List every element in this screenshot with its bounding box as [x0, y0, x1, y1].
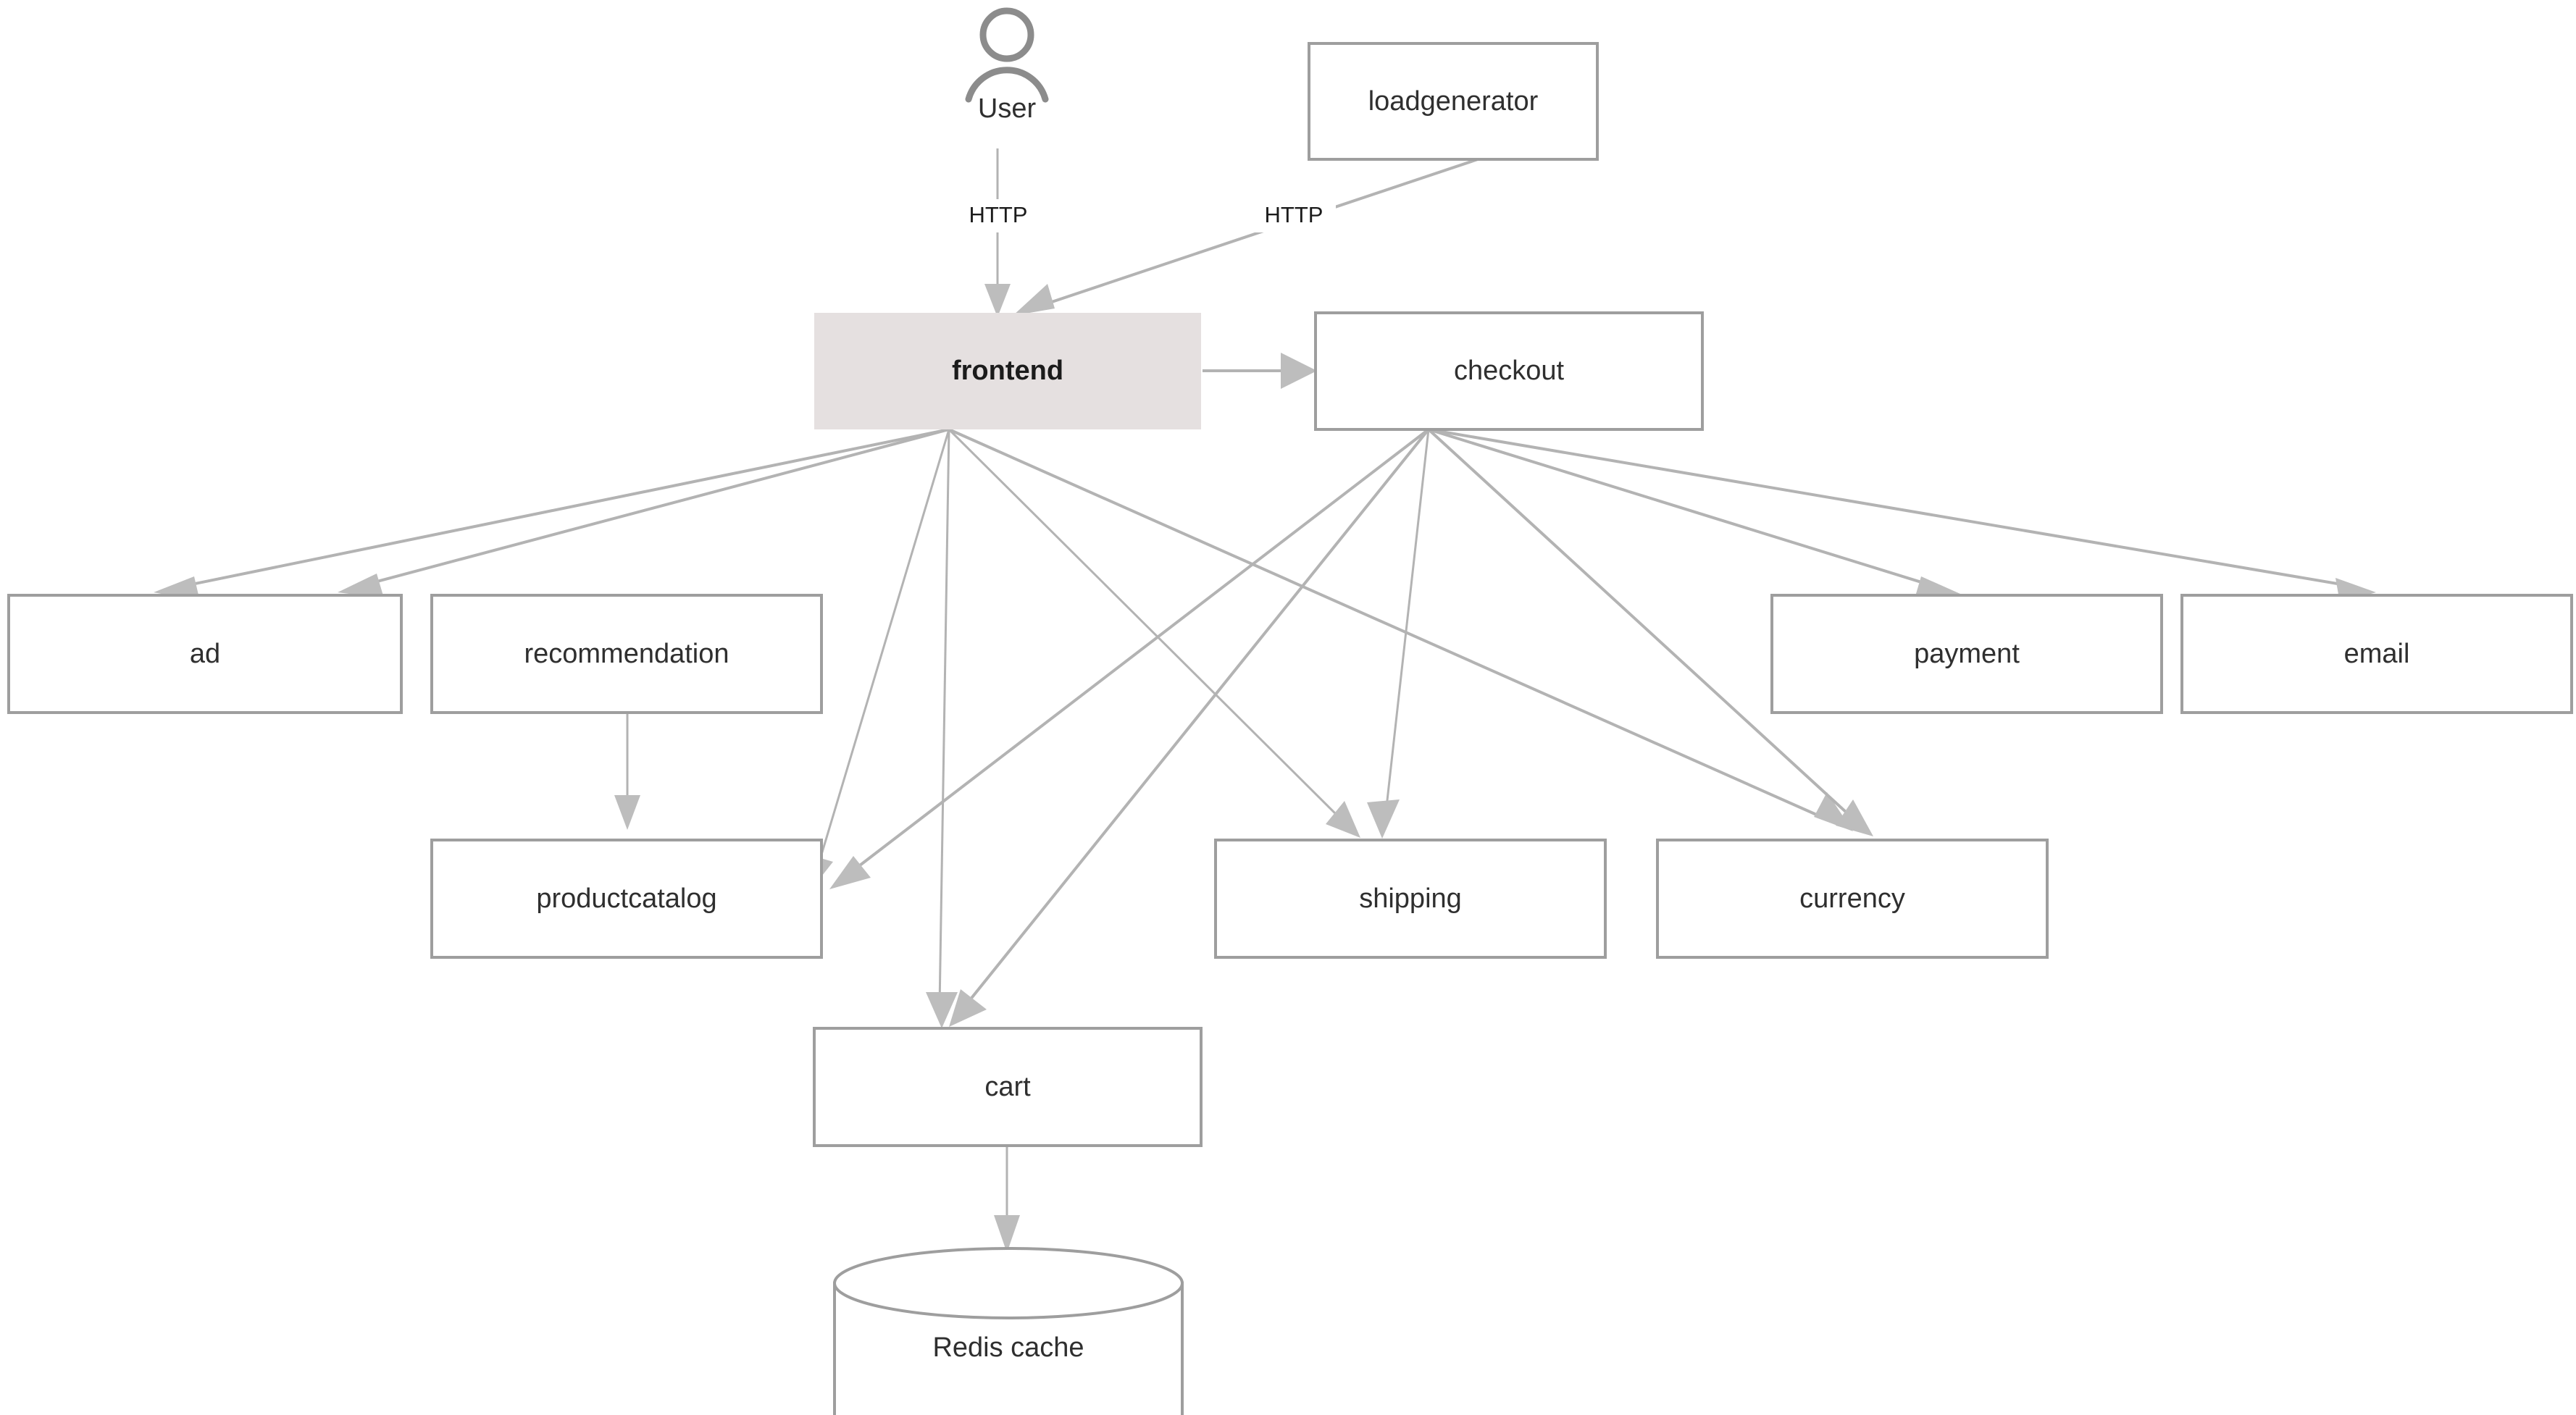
edge-loadgenerator-frontend [1013, 158, 1479, 316]
edge-label-http-user: HTTP [969, 202, 1028, 227]
node-label-shipping: shipping [1359, 883, 1462, 914]
node-recommendation[interactable]: recommendation [430, 594, 823, 714]
node-label-redis-cache: Redis cache [932, 1332, 1084, 1363]
edge-frontend-currency [948, 428, 1853, 831]
node-label-loadgenerator: loadgenerator [1368, 86, 1539, 117]
actor-user[interactable]: User [965, 7, 1049, 124]
edge-checkout-productcatalog [829, 428, 1430, 889]
edge-checkout-payment [1428, 428, 1960, 601]
node-checkout[interactable]: checkout [1314, 311, 1704, 431]
edge-checkout-shipping [1367, 429, 1430, 839]
edge-checkout-currency [1427, 428, 1873, 836]
node-email[interactable]: email [2180, 594, 2573, 714]
edge-cart-redis [994, 1147, 1020, 1253]
edge-recommendation-productcatalog [614, 714, 640, 830]
edge-label-user-http: HTTP [956, 199, 1040, 232]
node-label-productcatalog: productcatalog [536, 883, 716, 914]
node-label-payment: payment [1914, 639, 2020, 669]
edge-layer [154, 148, 2376, 1253]
edge-frontend-recommendation [338, 428, 950, 598]
node-label-email: email [2344, 639, 2410, 669]
node-label-currency: currency [1799, 883, 1905, 914]
node-label-checkout: checkout [1454, 356, 1565, 386]
node-payment[interactable]: payment [1770, 594, 2163, 714]
edge-label-loadgen-http: HTTP [1252, 199, 1336, 232]
node-currency[interactable]: currency [1656, 839, 2049, 959]
node-label-frontend: frontend [952, 356, 1063, 386]
edge-label-http-loadgenerator: HTTP [1265, 202, 1323, 227]
node-loadgenerator[interactable]: loadgenerator [1308, 42, 1599, 161]
edge-frontend-checkout [1203, 353, 1317, 389]
node-label-cart: cart [984, 1072, 1031, 1102]
person-icon [965, 7, 1049, 103]
node-ad[interactable]: ad [7, 594, 403, 714]
node-shipping[interactable]: shipping [1214, 839, 1607, 959]
edge-frontend-cart [926, 429, 958, 1028]
edge-frontend-ad [154, 428, 950, 601]
node-redis-cache[interactable]: Redis cache [833, 1247, 1184, 1415]
edge-label-layer: HTTP HTTP [956, 199, 1336, 232]
node-productcatalog[interactable]: productcatalog [430, 839, 823, 959]
node-label-ad: ad [190, 639, 220, 669]
edge-user-frontend [984, 148, 1011, 317]
node-frontend[interactable]: frontend [814, 313, 1201, 429]
edge-checkout-cart [949, 428, 1430, 1027]
actor-label: User [978, 93, 1037, 124]
node-label-recommendation: recommendation [524, 639, 729, 669]
edge-frontend-shipping [948, 428, 1360, 838]
node-cart[interactable]: cart [813, 1027, 1203, 1147]
